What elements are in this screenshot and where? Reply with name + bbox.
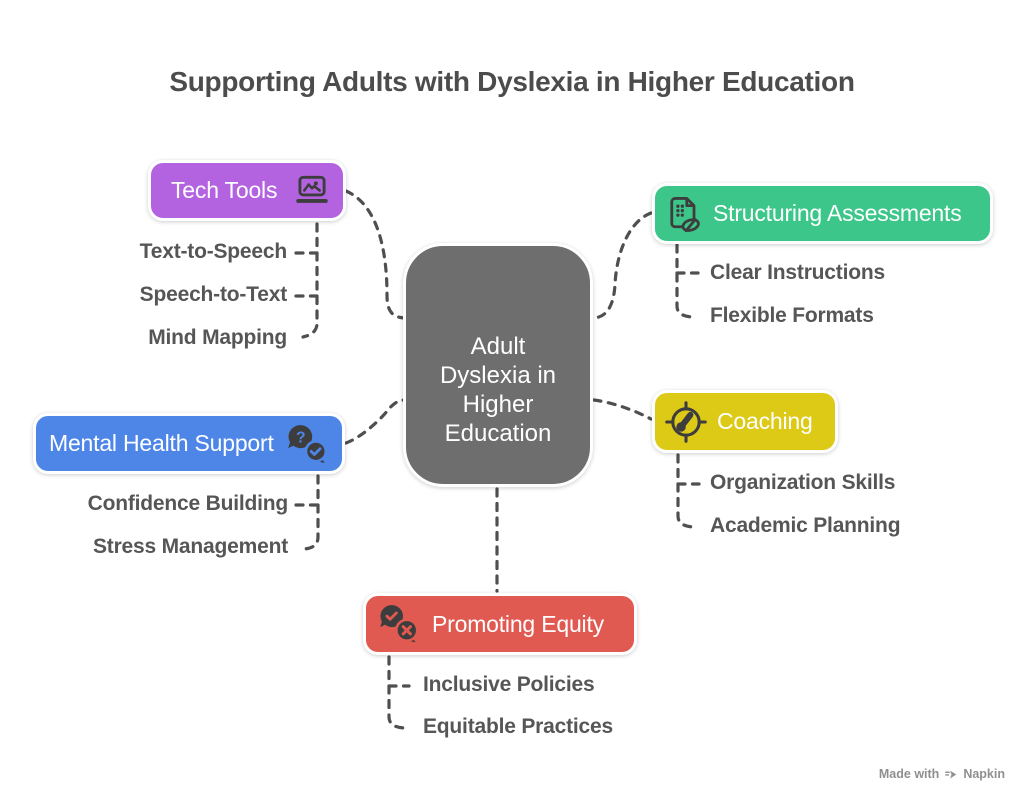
edge-coaching-to-center [592,398,653,421]
edge-tech-tools-to-center [344,189,406,320]
node-label-mental-health-support: Mental Health Support [49,430,274,456]
chat-check-x-icon [380,605,419,643]
leaf-stress-management: Stress Management [92,535,288,558]
center-node-label-line: Dyslexia in [439,362,557,389]
leaf-flexible-formats: Flexible Formats [710,304,874,327]
edge-structuring-assessments-to-center [592,211,653,320]
napkin-pen-icon [945,770,957,778]
edge-spine-coaching [676,453,695,529]
leaf-mind-mapping: Mind Mapping [148,326,287,349]
diagram-title: Supporting Adults with Dyslexia in Highe… [169,66,855,97]
leaf-clear-instructions: Clear Instructions [710,261,885,284]
laptop-photo-icon [296,175,328,203]
watermark-brand: Napkin [963,767,1005,781]
edge-spine-tech-tools [301,222,319,339]
edge-spine-mental-health [302,474,320,551]
chat-question-check-icon: ? [288,424,328,463]
center-node-label-line: Education [444,420,552,447]
leaf-text-to-speech: Text-to-Speech [139,240,288,263]
leaf-equitable-practices: Equitable Practices [423,715,613,738]
edge-spine-structuring-assessments [675,243,694,319]
leaf-academic-planning: Academic Planning [710,514,901,537]
watermark-prefix: Made with [878,767,940,781]
node-promoting-equity: Promoting Equity [363,593,637,655]
center-node-label-line: Adult [470,333,526,360]
node-label-structuring-assessments: Structuring Assessments [713,200,962,226]
document-review-icon [670,196,700,232]
leaf-organization-skills: Organization Skills [710,471,896,494]
node-tech-tools: Tech Tools [148,160,346,221]
leaf-speech-to-text: Speech-to-Text [139,283,288,306]
watermark: Made with Napkin [879,767,1005,781]
center-node-adult-dyslexia: Adult Dyslexia in Higher Education [403,243,593,487]
compass-gauge-icon [665,400,707,443]
node-coaching: Coaching [652,390,838,453]
question-glyph: ? [296,429,306,446]
edge-mental-health-to-center [344,398,407,445]
node-label-coaching: Coaching [717,408,813,434]
leaf-confidence-building: Confidence Building [87,492,289,515]
center-node-label-line: Higher [462,391,534,418]
node-label-promoting-equity: Promoting Equity [432,610,604,637]
edge-spine-promoting-equity [387,655,406,730]
node-label-tech-tools: Tech Tools [171,177,278,203]
node-structuring-assessments: Structuring Assessments [652,183,993,244]
node-mental-health-support: Mental Health Support ? [33,413,345,474]
leaf-inclusive-policies: Inclusive Policies [423,673,595,696]
